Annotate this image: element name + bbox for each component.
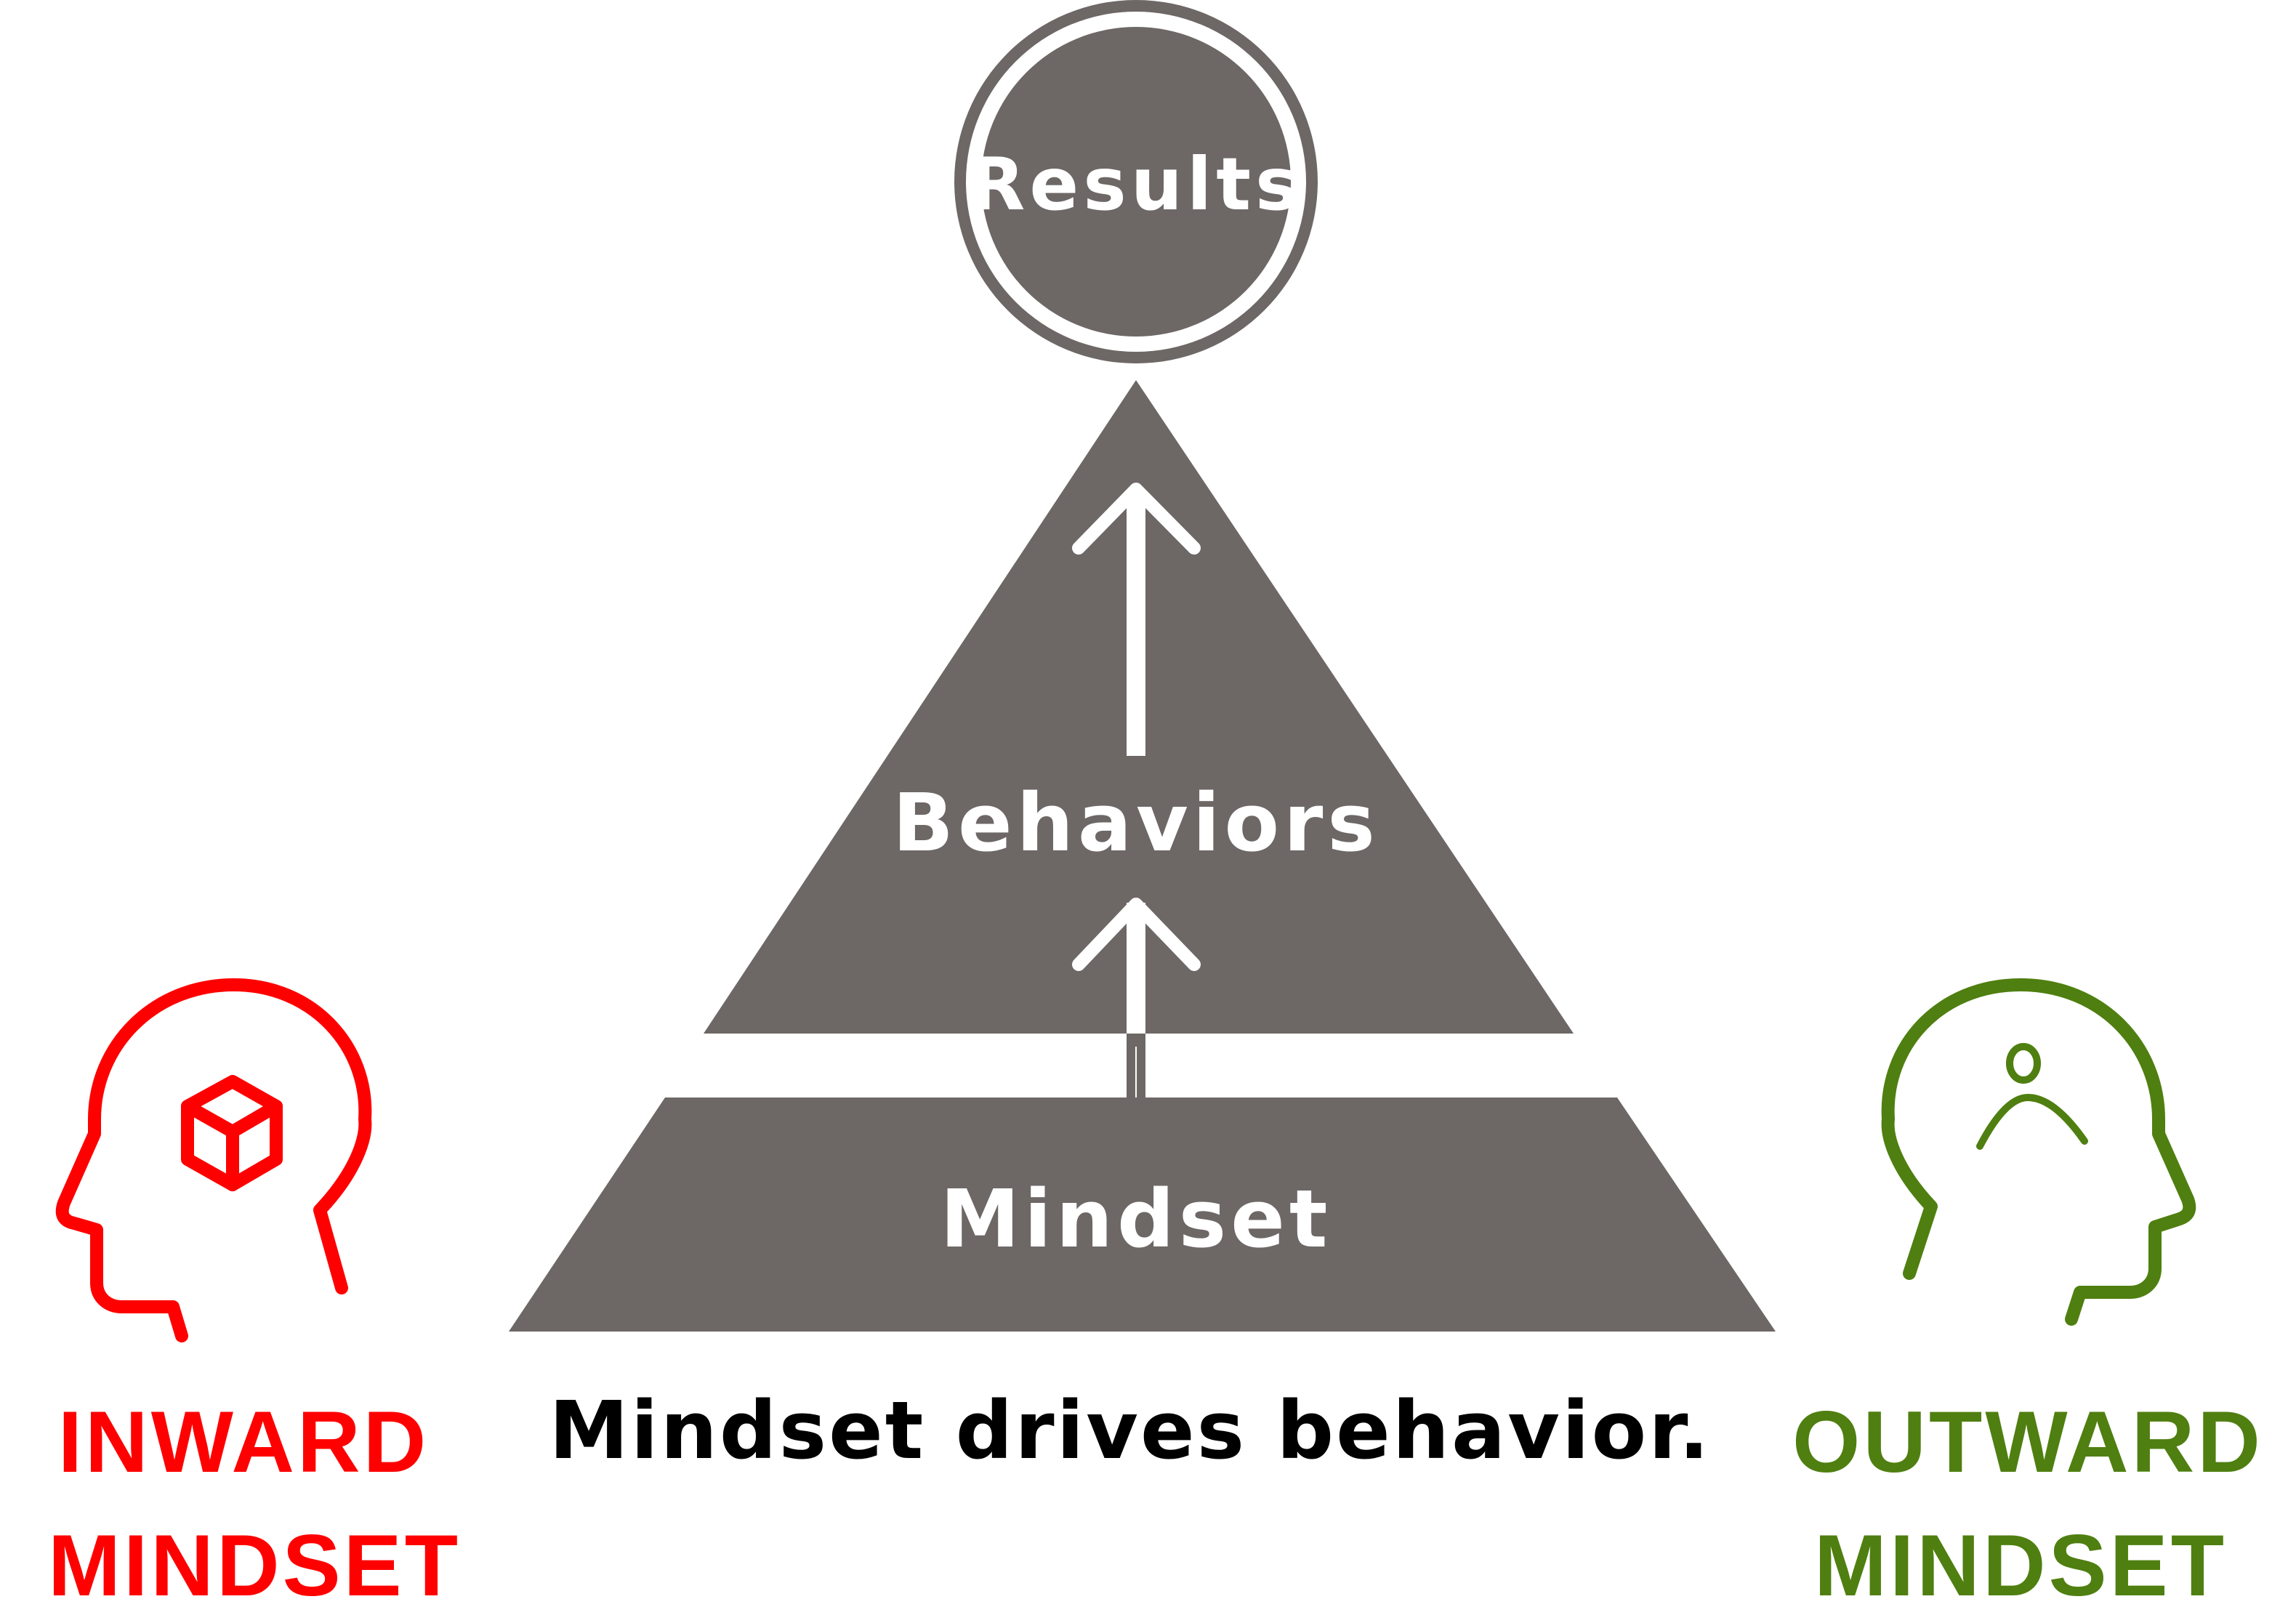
head-with-person-icon [1881,978,2196,1326]
results-disc [981,27,1291,337]
arrow-up-icon [1072,483,1201,756]
caption: Mindset drives behavior. [549,1384,1711,1477]
results-label: Results [969,142,1302,227]
outward-label-line2: MINDSET [1814,1517,2227,1607]
mindset-trapezoid [509,1097,1776,1332]
inward-label-line1: INWARD [58,1393,430,1491]
results-node: Results [954,0,1318,363]
outward-label-line1: OUTWARD [1792,1393,2263,1491]
head-with-box-icon [55,978,372,1342]
inward-label-line2: MINDSET [48,1517,461,1607]
mindset-label: Mindset [940,1172,1332,1265]
behaviors-label: Behaviors [893,776,1379,869]
